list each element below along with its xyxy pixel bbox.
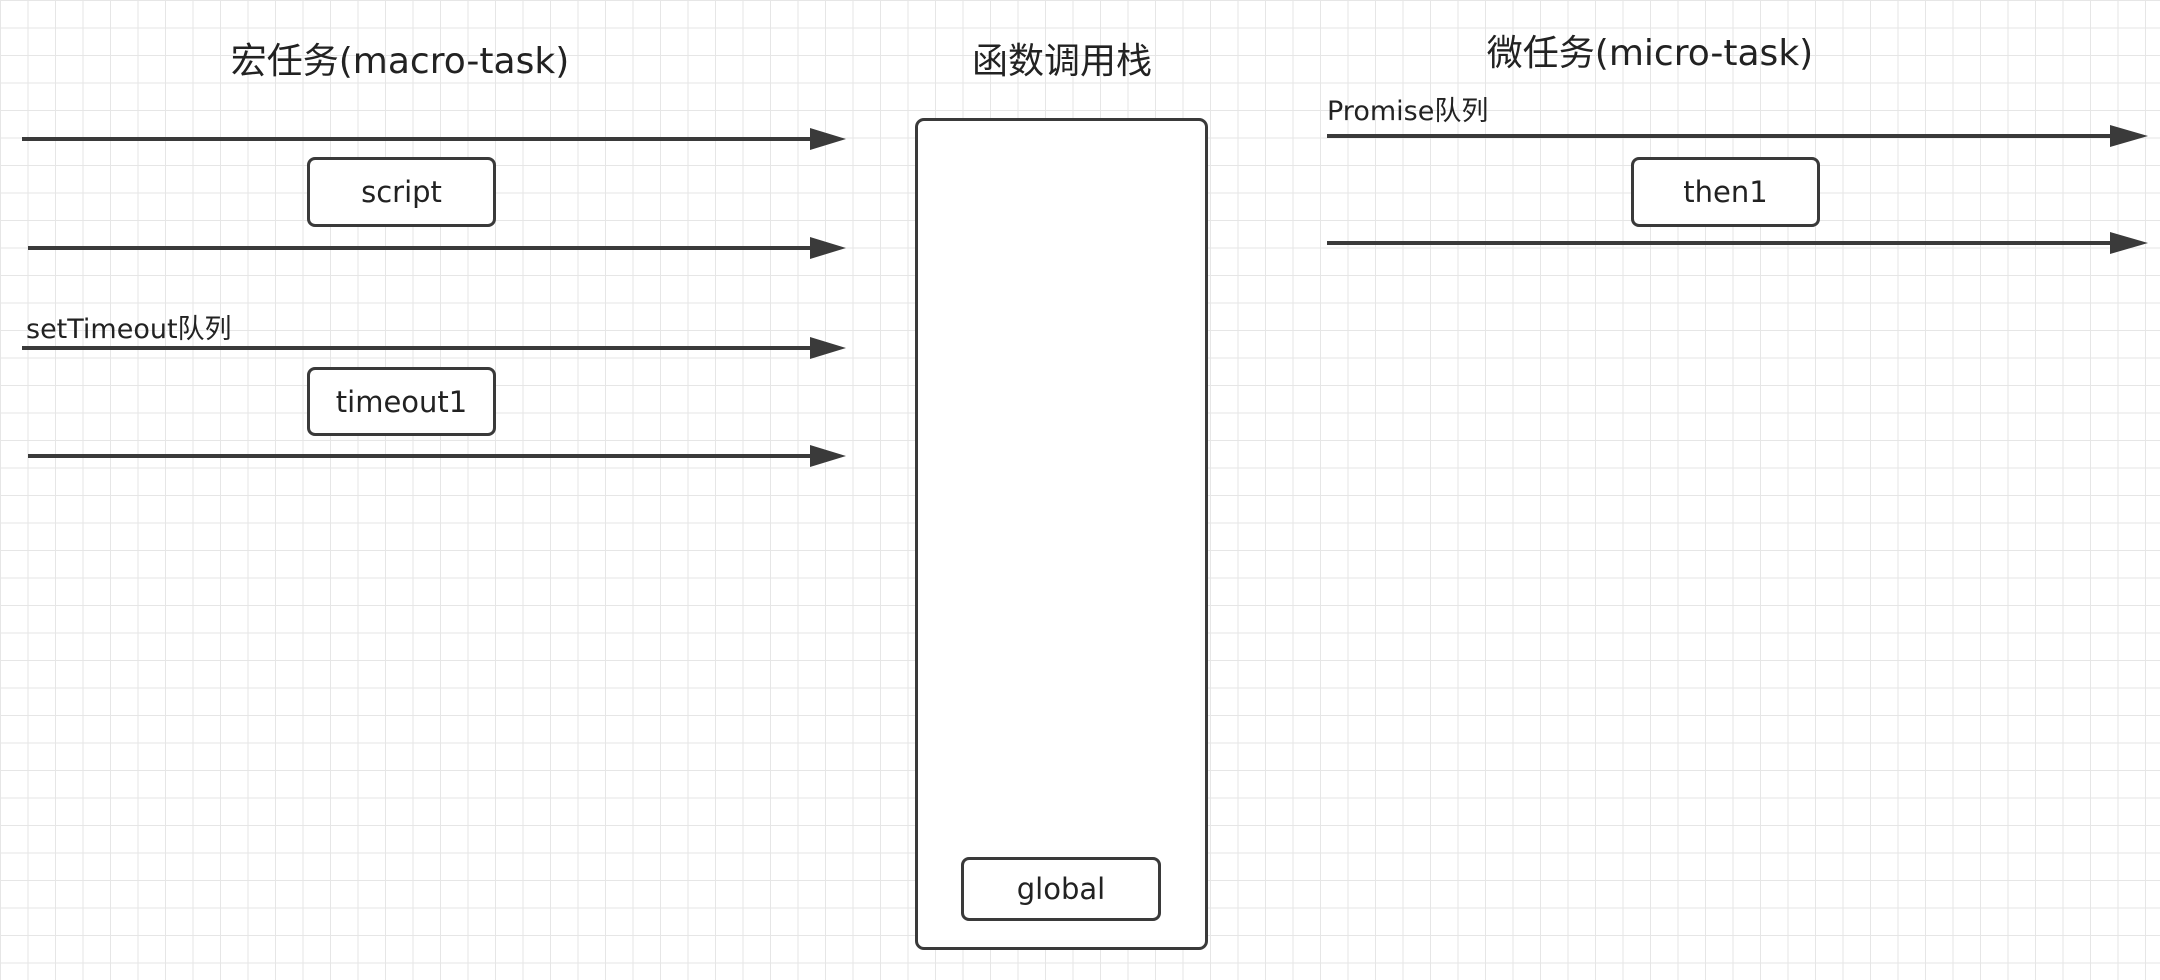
promise-queue-top-arrowhead <box>2110 125 2148 147</box>
promise-queue-bottom-arrowhead <box>2110 232 2148 254</box>
call-stack-box <box>915 118 1208 950</box>
settimeout-queue-label: setTimeout队列 <box>26 314 232 345</box>
macro-task-title: 宏任务(macro-task) <box>230 41 570 82</box>
settimeout-queue-bottom-arrowhead <box>810 445 846 467</box>
promise-queue-label: Promise队列 <box>1327 96 1489 127</box>
global-stack-frame: global <box>961 857 1161 921</box>
script-queue-bottom-arrowhead <box>810 237 846 259</box>
settimeout-queue-top-arrowhead <box>810 337 846 359</box>
script-queue-top-arrowhead <box>810 128 846 150</box>
timeout1-task-box: timeout1 <box>307 367 496 436</box>
script-task-box: script <box>307 157 496 227</box>
call-stack-title: 函数调用栈 <box>971 41 1153 82</box>
micro-task-title: 微任务(micro-task) <box>1486 33 1814 74</box>
then1-task-box: then1 <box>1631 157 1820 227</box>
